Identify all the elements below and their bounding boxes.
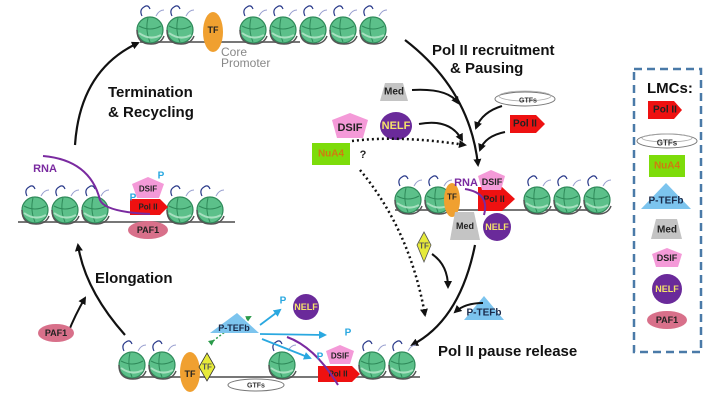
pol2-label: Pol II (328, 370, 347, 379)
nucleosome-icon (359, 4, 388, 45)
factor-tf-yellow: TF (416, 231, 432, 264)
ptefb-label: P-TEFb (218, 323, 250, 333)
legend-label-nelf: NELF (655, 284, 679, 294)
stage-elongation: Elongation (95, 270, 173, 287)
nua4-label: NuA4 (318, 149, 345, 160)
gtfs-label: GTFs (519, 98, 537, 105)
bottom-chromatin: TF TF GTFs Pol II DSIF (118, 316, 420, 392)
stage-recruitment-line1: Pol II recruitment (432, 42, 555, 59)
legend-item-paf1: PAF1 (647, 311, 687, 329)
med-label: Med (384, 87, 404, 98)
phospho-label: P (158, 171, 165, 182)
legend-label-dsif: DSIF (657, 253, 678, 263)
paf1-label: PAF1 (137, 225, 159, 235)
legend-item-nelf: NELF (652, 274, 682, 304)
legend-item-gtfs: GTFs (636, 133, 698, 149)
factor-dsif: DSIF (332, 113, 368, 138)
factor-gtfs: GTFs (494, 90, 556, 107)
nucleosome-icon (299, 4, 328, 45)
arrow-pol2 (478, 131, 506, 152)
dsif-label: DSIF (331, 352, 349, 361)
nucleosome-icon (239, 4, 268, 45)
arrow-med (411, 88, 460, 105)
paf1-label: PAF1 (45, 328, 67, 338)
ptefb-label: P-TEFb (467, 308, 502, 319)
legend: LMCs: Pol II GTFs NuA4 P-TEFb Med DSIF (632, 67, 703, 354)
arrow-termination (73, 41, 140, 146)
stage-termination-line1: Termination (108, 84, 193, 101)
question-mark: ? (360, 149, 367, 161)
factor-ptefb: P-TEFb (464, 296, 504, 320)
factor-nelf-released: NELF (293, 294, 319, 320)
phospho-label: P (345, 328, 352, 339)
arrow-nua4-release-dotted (359, 169, 428, 317)
arrow-elongation (74, 243, 126, 336)
legend-item-pol2: Pol II (648, 101, 682, 119)
arrow-pause-release (410, 244, 477, 346)
nucleosome-icon (329, 4, 358, 45)
legend-label-nua4: NuA4 (654, 161, 681, 172)
tf-label: TF (447, 193, 457, 202)
legend-item-ptefb: P-TEFb (641, 183, 691, 209)
dsif-label: DSIF (482, 177, 503, 187)
rna-label: RNA (33, 163, 57, 175)
paused-chromatin: TF Pol II DSIF RNA Med NELF (394, 170, 612, 241)
core-promoter-label-1: Core (221, 45, 247, 59)
legend-label-med: Med (657, 225, 677, 236)
factor-ptefb-active: P-TEFb (210, 313, 259, 333)
legend-label-gtfs: GTFs (657, 139, 678, 148)
tf-label: TF (185, 369, 196, 379)
nelf-label: NELF (382, 120, 411, 132)
elongating-chromatin: Pol II DSIF PAF1 RNA P P (18, 155, 235, 239)
factor-paf1: PAF1 (38, 324, 74, 342)
tf-label: TF (419, 242, 429, 251)
core-promoter-label-2: Promoter (221, 56, 270, 70)
stage-termination-line2: & Recycling (108, 104, 194, 121)
arrow-dsif-nelf (418, 121, 463, 142)
legend-label-ptefb: P-TEFb (649, 196, 684, 207)
med-label: Med (456, 221, 474, 231)
legend-item-med: Med (651, 219, 682, 239)
top-chromatin: TF Core Promoter (136, 4, 388, 70)
pol2-label: Pol II (513, 119, 537, 130)
legend-item-dsif: DSIF (652, 248, 682, 267)
arrow-ptefb (453, 302, 484, 314)
pol2-label: Pol II (483, 194, 505, 204)
factor-pol2: Pol II (510, 115, 545, 133)
stage-pause-release: Pol II pause release (438, 343, 577, 360)
arrow-nua4-dotted (351, 137, 467, 149)
phospho-label: P (130, 193, 137, 204)
pol2-label: Pol II (138, 203, 157, 212)
tf-ellipse (203, 12, 223, 52)
legend-label-pol2: Pol II (653, 105, 677, 116)
factor-med: Med (380, 83, 408, 101)
stage-recruitment-line2: & Pausing (450, 60, 523, 77)
nelf-label: NELF (294, 302, 318, 312)
dsif-label: DSIF (337, 122, 362, 134)
arrow-tf (431, 253, 452, 289)
phospho-label: P (280, 296, 287, 307)
dsif-label: DSIF (139, 185, 157, 194)
tf-label: TF (208, 25, 219, 35)
factor-nua4: NuA4 (312, 143, 350, 165)
arrow-gtfs (474, 105, 503, 130)
rna-label: RNA (454, 177, 478, 189)
legend-title: LMCs: (647, 80, 693, 97)
factor-nelf: NELF (380, 112, 412, 140)
legend-label-paf1: PAF1 (656, 315, 678, 325)
legend-item-nua4: NuA4 (649, 155, 685, 177)
phospho-label: P (317, 352, 324, 363)
nucleosome-icon (269, 4, 298, 45)
nelf-label: NELF (485, 222, 509, 232)
tf-label: TF (202, 363, 212, 372)
nucleosome-icon (136, 4, 165, 45)
gtfs-label: GTFs (247, 383, 265, 390)
nucleosome-icon (166, 4, 195, 45)
